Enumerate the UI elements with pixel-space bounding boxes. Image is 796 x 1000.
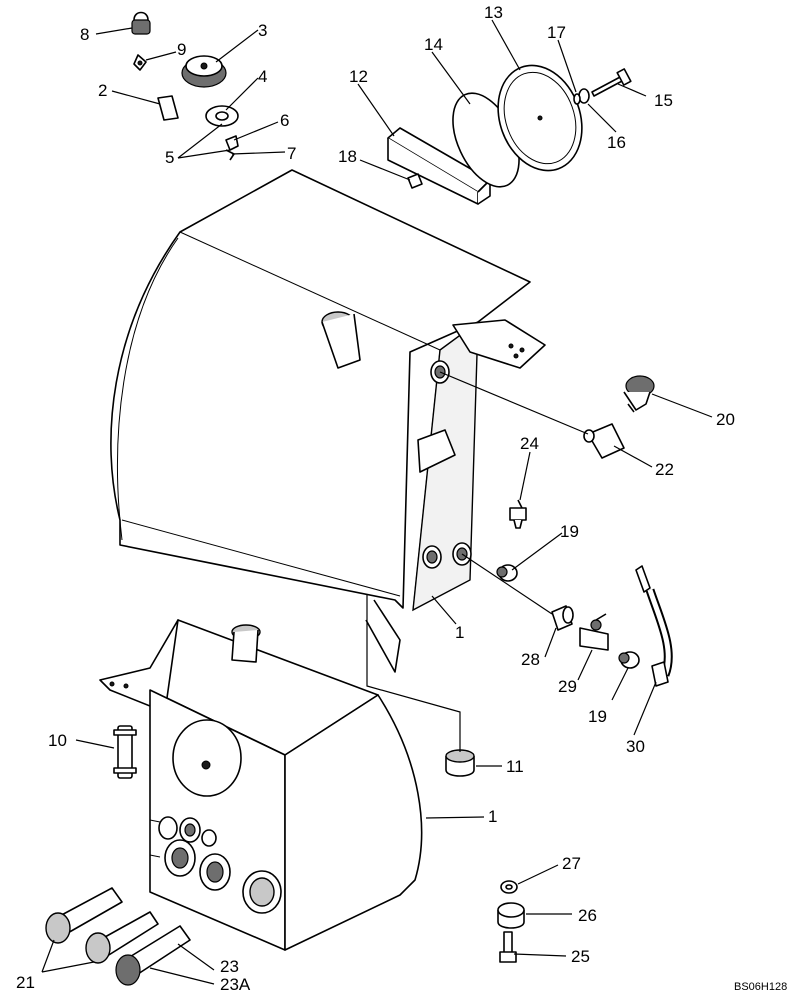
washer-part-27	[500, 880, 518, 894]
callout-20: 20	[716, 410, 735, 429]
sleeve-part-28	[551, 605, 574, 631]
callout-30: 30	[626, 737, 645, 756]
bolt-part-25	[499, 931, 517, 963]
callout-19-upper: 19	[560, 522, 579, 541]
callout-labels: 8 9 3 2 4 6 5 7 12 14 13 17 15 16 18 20 …	[16, 3, 787, 994]
callout-15: 15	[654, 91, 673, 110]
callout-14: 14	[424, 35, 443, 54]
filter-elements-part-21	[45, 887, 159, 964]
adapter-part-22	[583, 423, 625, 459]
bracket-part-2	[157, 95, 179, 121]
washers-parts-16-17	[573, 88, 590, 105]
callout-27: 27	[562, 854, 581, 873]
upper-hydraulic-tank	[110, 169, 546, 673]
lower-hydraulic-tank	[99, 619, 423, 951]
hose-part-30	[635, 565, 673, 687]
filler-cap-part-3	[181, 55, 227, 88]
callout-18: 18	[338, 147, 357, 166]
callout-12: 12	[349, 67, 368, 86]
callout-24: 24	[520, 434, 539, 453]
callout-3: 3	[258, 21, 267, 40]
callout-21: 21	[16, 973, 35, 992]
callout-29: 29	[558, 677, 577, 696]
callout-1-lower: 1	[488, 807, 497, 826]
callout-5: 5	[165, 148, 174, 167]
callout-23: 23	[220, 957, 239, 976]
fitting-part-19-lower	[618, 651, 640, 669]
leader-lines	[41, 19, 713, 985]
bar-part-12	[387, 127, 491, 205]
callout-7: 7	[287, 144, 296, 163]
nut-part-18	[407, 173, 423, 189]
callout-10: 10	[48, 731, 67, 750]
gasket-part-4	[205, 105, 239, 127]
callout-2: 2	[98, 81, 107, 100]
callout-17: 17	[547, 23, 566, 42]
callout-22: 22	[655, 460, 674, 479]
callout-28: 28	[521, 650, 540, 669]
callout-16: 16	[607, 133, 626, 152]
callout-13: 13	[484, 3, 503, 22]
callout-19-lower: 19	[588, 707, 607, 726]
callout-26: 26	[578, 906, 597, 925]
plug-part-11	[445, 749, 475, 777]
key-part-9	[133, 54, 147, 71]
filter-part-23	[115, 925, 191, 986]
callout-25: 25	[571, 947, 590, 966]
callout-6: 6	[280, 111, 289, 130]
fitting-part-19-upper	[496, 564, 518, 582]
padlock-part-8	[131, 11, 151, 35]
figure-code: BS06H128	[734, 981, 787, 993]
callout-23A: 23A	[220, 975, 251, 994]
bolt-part-15	[591, 68, 632, 97]
callout-4: 4	[258, 67, 267, 86]
callout-8: 8	[80, 25, 89, 44]
breather-part-24	[509, 499, 527, 529]
spacer-part-26	[497, 902, 525, 929]
callout-1-upper: 1	[455, 623, 464, 642]
sensor-part-20	[623, 375, 655, 413]
cover-plate-part-13	[497, 64, 583, 172]
filter-part-10	[113, 725, 137, 779]
callout-11: 11	[506, 757, 524, 776]
callout-9: 9	[177, 40, 186, 59]
valve-part-29	[579, 613, 609, 651]
